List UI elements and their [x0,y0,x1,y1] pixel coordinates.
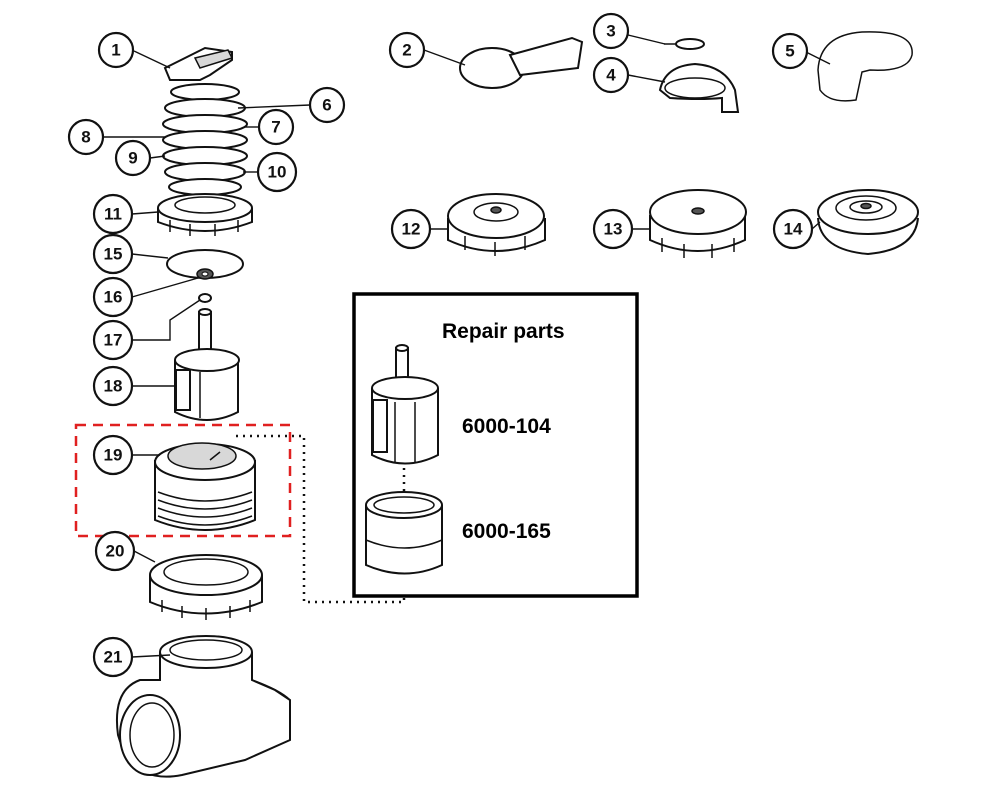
repair-part-number-spool: 6000-104 [462,415,551,438]
part-18-stem-spool [174,308,240,421]
leader-lines [104,34,831,658]
part-20-union-nut [149,554,263,620]
dotted-connector [236,434,406,604]
repair-part-number-sleeve: 6000-165 [462,520,551,543]
callout-20: 20 [94,530,136,572]
callout-label: 15 [104,245,123,264]
callout-18: 18 [92,365,134,407]
highlight-box-19 [74,423,292,538]
repair-parts-title: Repair parts [442,320,565,343]
callout-6: 6 [308,86,346,124]
callout-label: 20 [106,542,125,561]
callout-3: 3 [592,12,630,50]
callout-4: 4 [592,56,630,94]
callout-2: 2 [388,31,426,69]
part-12-cap [447,193,546,256]
callout-label: 7 [271,118,280,137]
callout-label: 2 [402,41,411,60]
callout-label: 18 [104,377,123,396]
callout-label: 14 [784,220,803,239]
callout-label: 21 [104,648,123,667]
callout-19: 19 [92,434,134,476]
part-3-pin [664,38,705,50]
callout-15: 15 [92,233,134,275]
callout-label: 6 [322,96,331,115]
callout-9: 9 [114,139,152,177]
callout-label: 10 [268,163,287,182]
part-11-lock-ring [157,193,253,236]
callout-14: 14 [772,208,814,250]
callout-label: 8 [81,128,90,147]
callout-13: 13 [592,208,634,250]
part-17-washer [198,293,212,303]
part-2-handle-lever [459,36,584,89]
spring-stack [162,83,248,204]
callout-label: 12 [402,220,421,239]
callout-label: 16 [104,288,123,307]
repair-sleeve-illustration [365,491,443,575]
callout-8: 8 [67,118,105,156]
repair-parts-box: Repair parts 6000-104 6000-165 [352,292,639,598]
part-4-clip [658,62,740,113]
callout-label: 13 [604,220,623,239]
callout-label: 3 [606,22,615,41]
callout-5: 5 [771,32,809,70]
part-16-grommet [196,268,214,280]
callout-label: 11 [104,205,122,224]
callout-label: 17 [104,331,123,350]
callout-21: 21 [92,636,134,678]
callout-12: 12 [390,208,432,250]
callout-label: 9 [128,149,137,168]
part-19-valve-insert [154,442,256,531]
repair-spool-illustration [371,344,439,465]
callout-1: 1 [97,31,135,69]
callout-label: 1 [111,41,120,60]
callout-16: 16 [92,276,134,318]
callout-label: 19 [104,446,123,465]
callout-10: 10 [256,151,298,193]
part-21-tee-body [116,635,291,778]
callout-7: 7 [257,108,295,146]
part-14-diaphragm-seal [817,189,919,256]
part-1-handle-cap [163,46,234,81]
callout-label: 4 [606,66,616,85]
part-5-gasket [817,31,913,102]
part-13-cap [649,189,747,258]
callout-17: 17 [92,319,134,361]
callout-11: 11 [92,193,134,235]
callout-label: 5 [785,42,794,61]
